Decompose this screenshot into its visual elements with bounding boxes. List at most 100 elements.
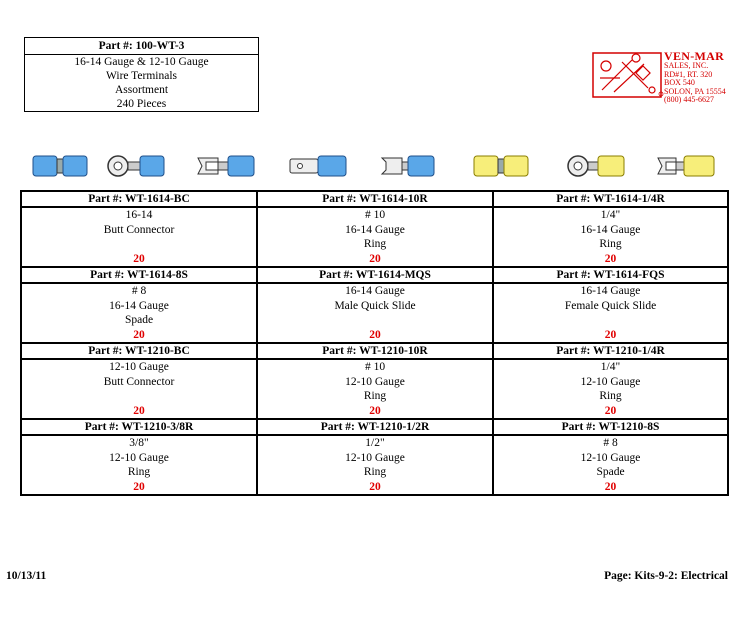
- part-number-cell: Part #: WT-1614-BC: [20, 190, 258, 208]
- kit-part-number: Part #: 100-WT-3: [25, 38, 258, 55]
- venmar-logo-icon: [592, 52, 664, 98]
- venmar-logo-text: VEN-MAR SALES, INC. RD#1, RT. 320 BOX 54…: [664, 50, 726, 105]
- part-description-line: 16-14 Gauge: [345, 285, 405, 297]
- part-quantity: 20: [604, 405, 617, 417]
- part-description-line: Butt Connector: [103, 223, 175, 236]
- kit-description-line: Wire Terminals: [105, 70, 177, 82]
- part-number-cell: Part #: WT-1614-MQS: [256, 266, 494, 284]
- part-description-line: # 8: [131, 285, 147, 297]
- part-number-cell: Part #: WT-1614-8S: [20, 266, 258, 284]
- kit-description-line: 16-14 Gauge & 12-10 Gauge: [74, 56, 209, 68]
- part-number-cell: Part #: WT-1614-FQS: [492, 266, 729, 284]
- part-number-cell: Part #: WT-1210-BC: [20, 342, 258, 360]
- part-description-line: 12-10 Gauge: [345, 375, 405, 388]
- part-number-cell: Part #: WT-1614-10R: [256, 190, 494, 208]
- part-description-line: Ring: [363, 390, 387, 402]
- footer-page-label: Page: Kits-9-2: Electrical: [604, 570, 728, 582]
- part-description-line: Ring: [363, 238, 387, 250]
- part-description-line: 12-10 Gauge: [109, 451, 169, 464]
- logo-line: (800) 445-6627: [664, 95, 714, 104]
- part-description-line: 16-14 Gauge: [580, 223, 641, 236]
- logo-line: SALES, INC.: [664, 61, 709, 70]
- logo-line: SOLON, PA 15554: [664, 86, 726, 96]
- part-description-line: Female Quick Slide: [564, 299, 657, 312]
- part-quantity: 20: [604, 329, 617, 341]
- part-description-line: Butt Connector: [103, 375, 175, 388]
- part-description-line: # 8: [603, 437, 618, 449]
- terminal-illustrations: [32, 155, 715, 177]
- yellow-butt-connector-icon: [473, 155, 529, 177]
- part-quantity: 20: [133, 329, 145, 341]
- part-number-cell: Part #: WT-1210-8S: [492, 418, 729, 436]
- logo-line: BOX 540: [664, 78, 695, 87]
- part-description-line: 12-10 Gauge: [109, 361, 169, 373]
- part-quantity: 20: [369, 329, 381, 341]
- part-description-line: 12-10 Gauge: [580, 451, 641, 464]
- part-quantity: 20: [369, 405, 381, 417]
- part-description-line: 16-14 Gauge: [580, 285, 641, 297]
- yellow-ring-terminal-icon: [567, 155, 625, 177]
- part-quantity: 20: [604, 481, 617, 493]
- part-quantity: 20: [133, 481, 145, 493]
- kit-description-line: 240 Pieces: [116, 98, 167, 110]
- part-description-line: 16-14 Gauge: [345, 223, 405, 236]
- part-quantity: 20: [604, 253, 617, 265]
- part-description-line: 12-10 Gauge: [580, 375, 641, 388]
- part-description-line: Ring: [363, 466, 387, 478]
- kit-description-line: Assortment: [114, 84, 169, 96]
- yellow-spade-terminal-icon: [657, 155, 715, 177]
- blue-female-quick-slide-icon: [380, 155, 435, 177]
- part-description-line: 12-10 Gauge: [345, 451, 405, 464]
- part-description-line: 1/4": [600, 209, 621, 221]
- part-description-line: Ring: [599, 390, 622, 402]
- part-description-line: # 10: [364, 361, 386, 373]
- blue-male-quick-slide-icon: [289, 155, 347, 177]
- part-description-line: 16-14 Gauge: [109, 299, 169, 312]
- part-description-line: Ring: [599, 238, 622, 250]
- part-description-line: 1/2": [365, 437, 385, 449]
- part-quantity: 20: [133, 253, 145, 265]
- blue-spade-terminal-icon: [197, 155, 255, 177]
- part-number-cell: Part #: WT-1210-3/8R: [20, 418, 258, 436]
- footer-date: 10/13/11: [6, 570, 47, 582]
- part-description-line: 3/8": [129, 437, 149, 449]
- part-description-line: Spade: [124, 314, 154, 326]
- part-description-line: 1/4": [600, 361, 621, 373]
- kit-header-box: Part #: 100-WT-3 16-14 Gauge & 12-10 Gau…: [24, 37, 259, 112]
- part-number-cell: Part #: WT-1614-1/4R: [492, 190, 729, 208]
- logo-line: RD#1, RT. 320: [664, 69, 713, 79]
- part-number-cell: Part #: WT-1210-1/2R: [256, 418, 494, 436]
- blue-ring-terminal-icon: [107, 155, 165, 177]
- part-quantity: 20: [369, 253, 381, 265]
- part-description-line: # 10: [364, 209, 386, 221]
- part-description-line: 16-14: [125, 209, 153, 221]
- part-quantity: 20: [369, 481, 381, 493]
- logo-brand: VEN-MAR: [664, 49, 725, 63]
- part-number-cell: Part #: WT-1210-1/4R: [492, 342, 729, 360]
- part-description-line: Spade: [596, 466, 625, 478]
- part-quantity: 20: [133, 405, 145, 417]
- part-number-cell: Part #: WT-1210-10R: [256, 342, 494, 360]
- part-description-line: Ring: [127, 466, 151, 478]
- part-description-line: Male Quick Slide: [334, 299, 416, 312]
